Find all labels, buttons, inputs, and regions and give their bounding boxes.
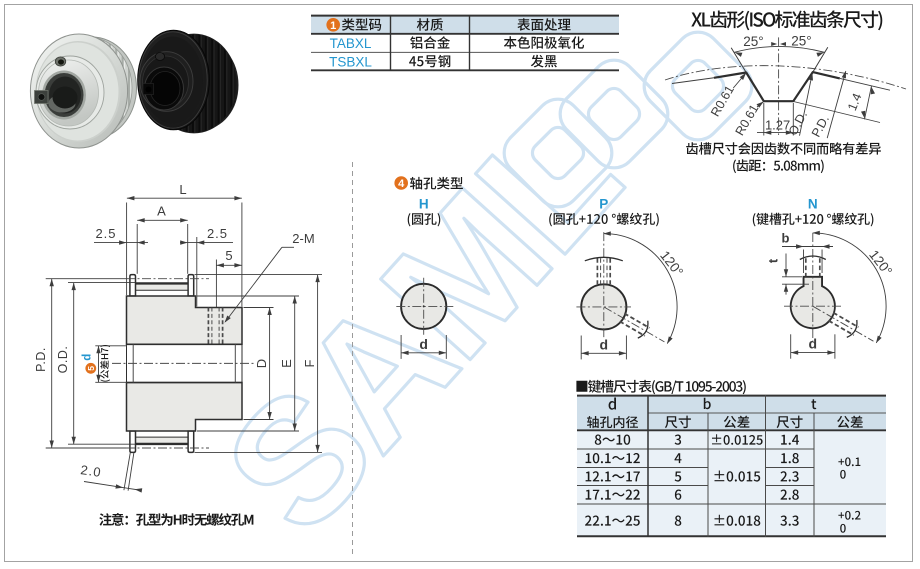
- svg-text:1.27: 1.27: [765, 117, 790, 132]
- svg-text:H: H: [419, 197, 429, 212]
- svg-text:5: 5: [86, 366, 96, 371]
- svg-text:O.D.: O.D.: [56, 346, 70, 374]
- svg-text:d: d: [81, 354, 93, 361]
- svg-text:P: P: [599, 197, 608, 212]
- svg-text:1.4: 1.4: [845, 91, 865, 112]
- svg-text:L: L: [179, 182, 186, 197]
- svg-text:4: 4: [398, 178, 405, 190]
- svg-text:2.5: 2.5: [207, 226, 228, 241]
- svg-text:F: F: [302, 359, 317, 367]
- svg-text:2.0: 2.0: [80, 462, 103, 480]
- svg-text:d: d: [809, 336, 818, 352]
- svg-text:5: 5: [225, 248, 232, 263]
- svg-text:25°: 25°: [743, 34, 763, 49]
- svg-text:D: D: [254, 359, 269, 368]
- svg-text:2-M: 2-M: [292, 231, 314, 246]
- svg-text:TSBXL: TSBXL: [329, 54, 372, 69]
- svg-text:d: d: [419, 336, 428, 352]
- svg-text:TABXL: TABXL: [330, 36, 372, 51]
- svg-text:d: d: [600, 336, 609, 352]
- svg-text:t: t: [766, 258, 781, 263]
- svg-text:1: 1: [330, 20, 336, 32]
- svg-text:E: E: [279, 359, 294, 368]
- svg-text:N: N: [808, 197, 818, 212]
- svg-text:25°: 25°: [791, 33, 811, 48]
- svg-text:2.5: 2.5: [95, 226, 116, 241]
- svg-text:b: b: [782, 231, 790, 246]
- svg-text:P.D.: P.D.: [34, 347, 48, 372]
- svg-text:A: A: [157, 204, 166, 219]
